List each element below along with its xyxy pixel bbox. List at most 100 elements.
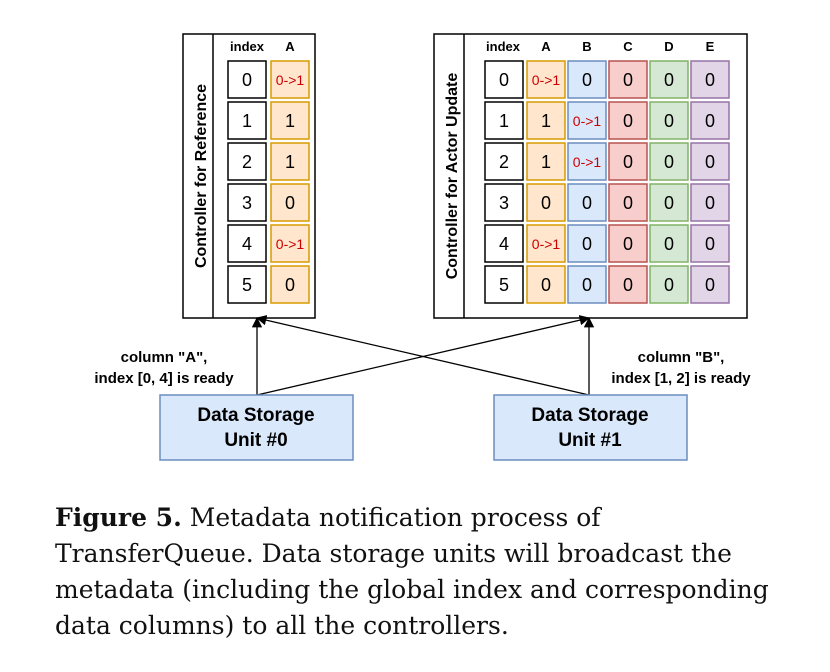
reference-controller-title: Controller for Reference (193, 84, 210, 268)
actor-index-header: index (486, 39, 521, 54)
reference-index-value: 2 (242, 152, 252, 172)
actor-cell-value: 0 (582, 193, 592, 213)
actor-cell-value: 0 (705, 70, 715, 90)
actor-cell-value: 0 (541, 275, 551, 295)
actor-cell-value: 0 (664, 275, 674, 295)
actor-cell-value: 0 (623, 234, 633, 254)
caption-text: Metadata notification process of Transfe… (55, 503, 769, 640)
note-unit0: column "A", index [0, 4] is ready (94, 349, 234, 387)
reference-cell-value: 1 (285, 152, 295, 172)
actor-cell-value: 0 (705, 275, 715, 295)
actor-cell-c (608, 142, 648, 181)
actor-cell-value: 0 (623, 193, 633, 213)
actor-controller-title: Controller for Actor Update (444, 73, 461, 280)
actor-cell-a (526, 265, 566, 304)
reference-cell-a (270, 183, 310, 222)
actor-cell-b (567, 142, 607, 181)
reference-index-cell (227, 60, 267, 99)
reference-index-cell (227, 183, 267, 222)
notification-arrows (251, 315, 595, 396)
actor-cell-c (608, 183, 648, 222)
note-unit0-line1: column "A", (121, 349, 208, 366)
actor-index-value: 2 (499, 152, 509, 172)
actor-cell-value: 1 (541, 111, 551, 131)
actor-cell-d (649, 101, 689, 140)
reference-column-header-a: A (285, 39, 295, 54)
actor-cell-value: 0 (705, 234, 715, 254)
arrow-unit1-to-reference (255, 315, 590, 396)
actor-cell-value: 0 (664, 70, 674, 90)
actor-column-header-c: C (623, 39, 633, 54)
actor-cell-value: 0 (623, 70, 633, 90)
actor-cell-c (608, 265, 648, 304)
reference-index-cell (227, 142, 267, 181)
storage-unit-0-box (159, 394, 354, 461)
actor-cell-value: 0 (623, 111, 633, 131)
actor-cell-b (567, 60, 607, 99)
storage-unit-0-line1: Data Storage (197, 405, 314, 426)
storage-unit-1-box (493, 394, 688, 461)
actor-cell-e (690, 224, 730, 263)
reference-cell-value: 0 (285, 193, 295, 213)
actor-cell-value: 0 (582, 70, 592, 90)
actor-cell-value: 0->1 (532, 236, 561, 252)
actor-index-value: 3 (499, 193, 509, 213)
actor-cell-value: 0->1 (573, 113, 602, 129)
actor-cell-value: 0 (582, 275, 592, 295)
storage-unit-1-line2: Unit #1 (558, 430, 622, 451)
reference-index-value: 1 (242, 111, 252, 131)
actor-cell-c (608, 60, 648, 99)
actor-cell-value: 0 (623, 275, 633, 295)
note-unit1: column "B", index [1, 2] is ready (611, 349, 751, 387)
reference-index-header: index (230, 39, 265, 54)
actor-cell-value: 0 (541, 193, 551, 213)
actor-index-value: 0 (499, 70, 509, 90)
reference-cell-a (270, 101, 310, 140)
reference-index-cell (227, 101, 267, 140)
actor-cell-value: 0 (705, 152, 715, 172)
note-unit0-line2: index [0, 4] is ready (94, 370, 234, 387)
actor-cell-e (690, 60, 730, 99)
reference-cell-value: 1 (285, 111, 295, 131)
actor-index-value: 4 (499, 234, 509, 254)
actor-cell-value: 0 (623, 152, 633, 172)
actor-cell-value: 0 (582, 234, 592, 254)
actor-cell-e (690, 183, 730, 222)
actor-cell-a (526, 101, 566, 140)
actor-cell-e (690, 101, 730, 140)
actor-index-cell (484, 60, 524, 99)
actor-column-header-a: A (541, 39, 551, 54)
storage-unit-0: Data Storage Unit #0 (159, 394, 354, 461)
actor-cell-d (649, 224, 689, 263)
reference-cell-value: 0->1 (276, 72, 305, 88)
actor-index-value: 5 (499, 275, 509, 295)
actor-index-cell (484, 101, 524, 140)
reference-index-value: 5 (242, 275, 252, 295)
actor-cell-a (526, 142, 566, 181)
actor-column-header-b: B (582, 39, 591, 54)
actor-cell-b (567, 265, 607, 304)
actor-column-header-d: D (664, 39, 673, 54)
actor-cell-d (649, 60, 689, 99)
storage-unit-1-line1: Data Storage (531, 405, 648, 426)
note-unit1-line2: index [1, 2] is ready (611, 370, 751, 387)
actor-cell-c (608, 101, 648, 140)
reference-controller: Controller for Reference index A 0 0->1 1 1 2… (182, 33, 316, 319)
actor-index-cell (484, 224, 524, 263)
actor-index-value: 1 (499, 111, 509, 131)
actor-index-cell (484, 142, 524, 181)
actor-cell-e (690, 265, 730, 304)
actor-cell-value: 0 (664, 193, 674, 213)
reference-cell-value: 0->1 (276, 236, 305, 252)
actor-cell-c (608, 224, 648, 263)
reference-cell-a (270, 265, 310, 304)
figure-caption: Figure 5. Metadata notification process … (55, 500, 795, 644)
actor-cell-value: 0->1 (573, 154, 602, 170)
actor-cell-d (649, 183, 689, 222)
actor-cell-d (649, 142, 689, 181)
caption-label: Figure 5. (55, 503, 182, 532)
